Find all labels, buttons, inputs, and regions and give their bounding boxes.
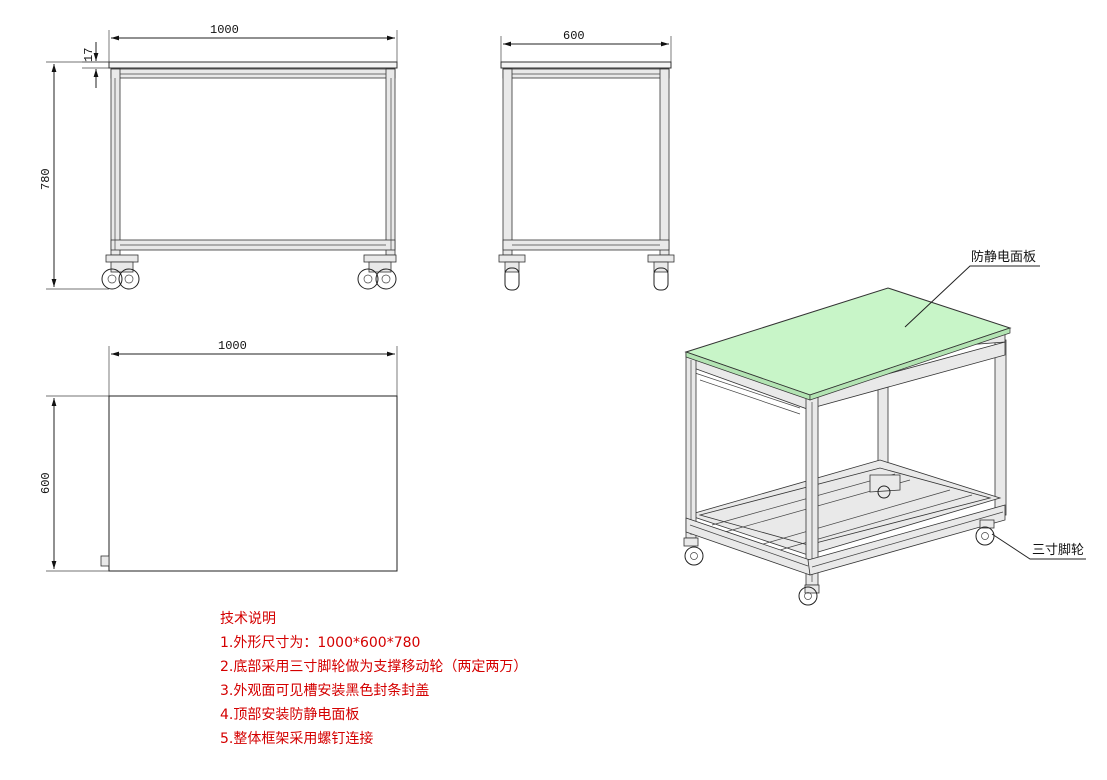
notes-title: 技术说明: [220, 611, 276, 627]
iso-caster-front: [798, 584, 820, 606]
iso-bottom-bracket: [869, 474, 901, 493]
side-right-caster: [653, 261, 669, 291]
front-table-top: [108, 61, 398, 69]
note-item: 4.顶部安装防静电面板: [220, 707, 360, 723]
callout-caster-label: 三寸脚轮: [1032, 542, 1084, 558]
note-item: 5.整体框架采用螺钉连接: [220, 731, 374, 747]
technical-notes: 技术说明 1.外形尺寸为：1000*600*780 2.底部采用三寸脚轮做为支撑…: [220, 607, 527, 751]
callout-panel: 防静电面板: [904, 249, 1040, 328]
front-view: 1000 17 780: [39, 23, 398, 290]
front-top-thickness-label: 17: [82, 48, 96, 62]
note-item: 1.外形尺寸为：1000*600*780: [220, 635, 421, 651]
iso-back-right-leg: [994, 339, 1007, 516]
isometric-view: [683, 287, 1012, 606]
callout-panel-label: 防静电面板: [971, 249, 1036, 265]
front-right-caster-plate: [363, 254, 397, 263]
top-panel-outline: [108, 395, 398, 572]
front-left-caster-plate: [105, 254, 139, 263]
side-left-leg: [502, 68, 513, 256]
iso-caster-back: [877, 485, 891, 499]
side-right-leg: [659, 68, 670, 256]
front-right-leg: [385, 68, 396, 256]
front-upper-beam: [110, 68, 396, 79]
note-item: 2.底部采用三寸脚轮做为支撑移动轮（两定两万）: [220, 659, 528, 675]
top-depth-label: 600: [39, 472, 53, 494]
side-left-caster: [504, 261, 520, 291]
side-view: 600: [498, 29, 675, 291]
top-caster-hint: [100, 555, 110, 567]
note-item: 3.外观面可见槽安装黑色封条封盖: [220, 683, 430, 699]
side-upper-beam: [502, 68, 670, 79]
side-table-top: [500, 61, 672, 69]
front-width-label: 1000: [210, 23, 239, 37]
iso-caster-left: [683, 537, 704, 566]
side-depth-label: 600: [563, 29, 585, 43]
side-left-caster-plate: [498, 254, 526, 263]
front-left-leg: [110, 68, 121, 256]
side-right-caster-plate: [647, 254, 675, 263]
top-view: 1000 600: [39, 339, 398, 572]
front-left-caster: [101, 261, 140, 290]
iso-caster-right: [975, 519, 995, 546]
top-width-label: 1000: [218, 339, 247, 353]
front-height-label: 780: [39, 168, 53, 190]
front-right-caster: [357, 261, 397, 290]
callout-caster: 三寸脚轮: [991, 533, 1086, 560]
